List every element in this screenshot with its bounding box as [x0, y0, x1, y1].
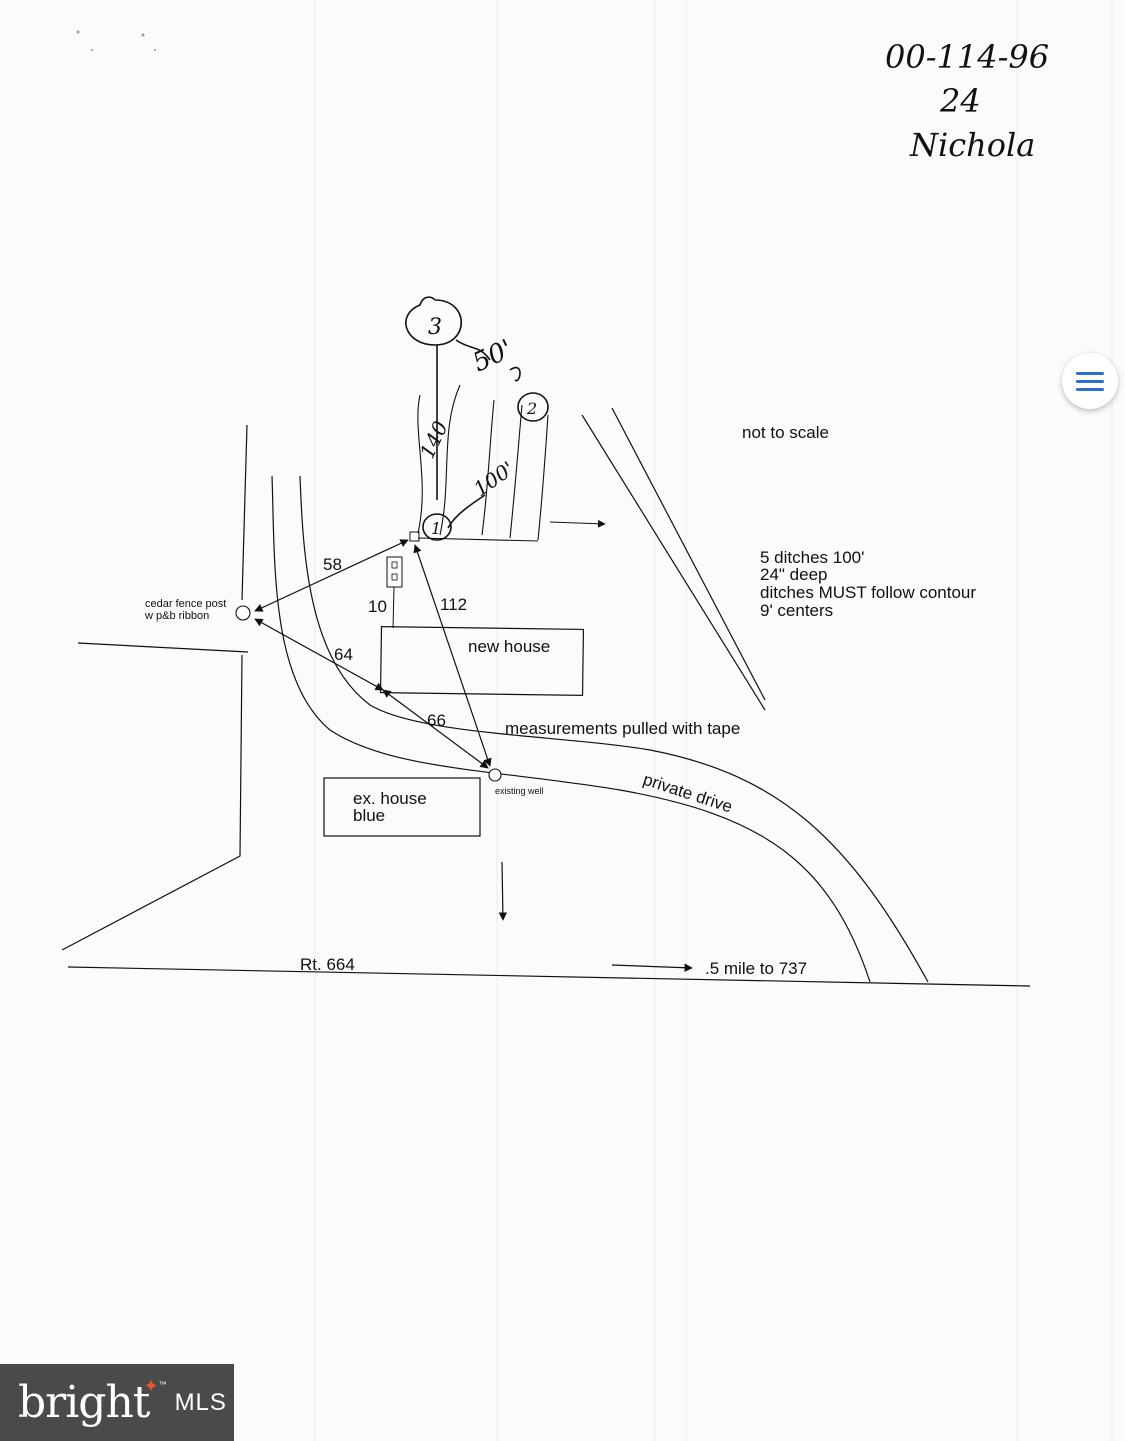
ditches-note-3: ditches MUST follow contour	[760, 583, 976, 602]
existing-well-point	[488, 768, 502, 782]
flow-arrow-right	[549, 519, 606, 528]
not-to-scale-note: not to scale	[742, 423, 829, 442]
measure-64: 64	[334, 645, 353, 664]
septic-tank	[386, 556, 403, 588]
ex-house-label-1: ex. house	[353, 789, 427, 808]
cedar-post-label-1: cedar fence post	[145, 598, 226, 610]
scan-specks	[76, 30, 156, 51]
measure-58: 58	[323, 555, 342, 574]
circle-2-label: 2	[526, 399, 537, 418]
measure-10: 10	[368, 597, 387, 616]
dist-50-label: 50'	[468, 334, 517, 378]
cedar-post-label-2: w p&b ribbon	[144, 610, 209, 622]
dist-100-label: 100'	[469, 456, 519, 501]
measurements-note: measurements pulled with tape	[505, 719, 740, 738]
hand-markers	[405, 296, 549, 541]
existing-well-label: existing well	[495, 786, 544, 796]
ex-house-box	[323, 777, 481, 837]
circle-3-label: 3	[428, 315, 442, 340]
cedar-post-point	[235, 605, 251, 621]
ex-house-label-2: blue	[353, 806, 385, 825]
route-664-line	[67, 966, 1031, 987]
owner-name: Nichola	[909, 126, 1035, 164]
hamburger-menu-icon	[1076, 367, 1104, 396]
distance-note: .5 mile to 737	[705, 959, 807, 978]
logo-brand: bright	[18, 1377, 150, 1428]
ditches-note-2: 24" deep	[760, 565, 828, 584]
distribution-box	[409, 531, 420, 542]
new-house-label: new house	[468, 637, 550, 656]
lot-number: 24	[939, 82, 981, 120]
bright-mls-logo: bright✦™ MLS	[0, 1364, 234, 1441]
scan-lines	[314, 0, 1113, 1441]
route-664-label: Rt. 664	[300, 955, 355, 974]
logo-tm: ™	[158, 1380, 167, 1389]
ditches-note-1: 5 ditches 100'	[760, 548, 864, 567]
logo-star-icon: ✦	[143, 1376, 159, 1396]
ditches-note-4: 9' centers	[760, 601, 833, 620]
measure-66: 66	[427, 711, 446, 730]
logo-mls: MLS	[174, 1388, 227, 1416]
measure-112: 112	[440, 595, 467, 614]
file-number: 00-114-96	[885, 38, 1049, 76]
measurement-arrows	[254, 539, 693, 972]
hamburger-menu-button[interactable]	[1062, 353, 1118, 409]
circle-1-label: 1	[431, 519, 441, 538]
property-lines	[61, 407, 766, 951]
